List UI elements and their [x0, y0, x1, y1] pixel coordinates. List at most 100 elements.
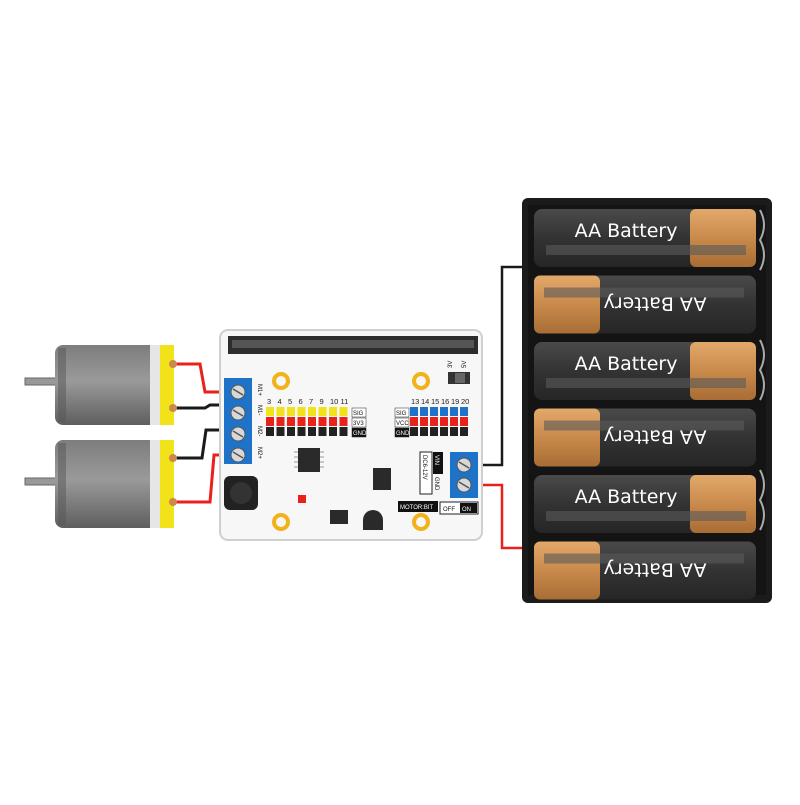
gnd-label: GND	[433, 477, 439, 491]
header-pin[interactable]	[430, 427, 438, 436]
pin-number: 10	[330, 397, 338, 406]
voltage-jumper: 3V 5V	[448, 361, 470, 384]
header-pin[interactable]	[440, 417, 448, 426]
motor-terminal-labels: M1+ M1- M2- M2+	[256, 384, 262, 459]
rail-label: GND	[353, 431, 367, 437]
header-pin[interactable]	[420, 427, 428, 436]
wire-m1-red	[172, 362, 232, 394]
mount-hole	[272, 372, 290, 390]
pin-number: 13	[411, 397, 419, 406]
header-pin[interactable]	[318, 427, 327, 436]
board-name: MOTOR:BIT	[400, 505, 434, 511]
led-indicator	[298, 495, 306, 503]
header-pin[interactable]	[430, 407, 438, 416]
pin-number: 19	[451, 397, 459, 406]
header-pin[interactable]	[410, 417, 418, 426]
wires	[172, 265, 525, 550]
pin-number: 15	[431, 397, 439, 406]
header-pin[interactable]	[297, 417, 306, 426]
vin-label: VIN	[433, 455, 439, 465]
aa-battery: AA Battery	[534, 275, 756, 334]
pin-number: 5	[288, 397, 292, 406]
header-pin[interactable]	[308, 427, 316, 436]
pin-number: 6	[299, 397, 303, 406]
header-pin[interactable]	[318, 407, 327, 416]
header-pin[interactable]	[339, 407, 348, 416]
header-pin[interactable]	[308, 407, 316, 416]
jumper-label: 5V	[462, 361, 468, 368]
rail-label: 3V3	[353, 421, 364, 427]
header-pin[interactable]	[287, 417, 295, 426]
header-pin[interactable]	[276, 417, 285, 426]
header-pin[interactable]	[276, 427, 285, 436]
header-pin[interactable]	[329, 407, 337, 416]
header-pin[interactable]	[339, 417, 348, 426]
header-pin[interactable]	[450, 407, 458, 416]
regulator-chip	[373, 468, 391, 490]
switch-on-label: ON	[462, 507, 471, 513]
header-pin[interactable]	[266, 407, 274, 416]
header-pin[interactable]	[287, 407, 295, 416]
power-voltage-label: DC6-12V	[421, 455, 427, 480]
header-pin[interactable]	[297, 407, 306, 416]
rail-label-box	[351, 427, 367, 438]
header-pin[interactable]	[287, 427, 295, 436]
battery-label: AA Battery	[575, 353, 678, 375]
motor-terminal-label: M1-	[256, 405, 262, 415]
header-pin[interactable]	[329, 427, 337, 436]
pin-number: 16	[441, 397, 449, 406]
header-pin[interactable]	[460, 407, 468, 416]
header-pin[interactable]	[410, 407, 418, 416]
header-pin[interactable]	[339, 427, 348, 436]
motor-terminal-label: M2+	[256, 447, 262, 459]
jumper-label: 3V	[448, 361, 454, 368]
header-pin[interactable]	[460, 427, 468, 436]
driver-chip	[298, 448, 320, 472]
motor-1	[24, 345, 177, 425]
rail-label-box	[394, 417, 410, 428]
switch-off-label: OFF	[443, 507, 455, 513]
header-pin[interactable]	[308, 417, 316, 426]
header-pin[interactable]	[297, 427, 306, 436]
header-pin[interactable]	[329, 417, 337, 426]
header-pin[interactable]	[276, 407, 285, 416]
battery-label: AA Battery	[575, 486, 678, 508]
battery-label: AA Battery	[604, 293, 707, 315]
battery-label: AA Battery	[604, 426, 707, 448]
header-pin[interactable]	[460, 417, 468, 426]
header-pin[interactable]	[410, 427, 418, 436]
header-pin[interactable]	[430, 417, 438, 426]
header-pin[interactable]	[450, 427, 458, 436]
motor-terminal-label: M1+	[256, 384, 262, 396]
battery-label: AA Battery	[604, 559, 707, 581]
motor-terminal-label: M2-	[256, 426, 262, 436]
pin-number: 9	[320, 397, 324, 406]
header-pin[interactable]	[266, 427, 274, 436]
aa-battery: AA Battery	[534, 408, 756, 467]
header-pin[interactable]	[420, 417, 428, 426]
transistor	[363, 510, 383, 530]
rail-label: SIG	[353, 411, 364, 417]
rail-label-box	[351, 407, 367, 418]
motor-2	[24, 440, 177, 528]
aa-battery: AA Battery	[534, 475, 756, 533]
header-pin[interactable]	[440, 407, 448, 416]
wire-batt-red	[478, 483, 525, 550]
rail-label: SIG	[396, 411, 407, 417]
rail-label-box	[394, 407, 410, 418]
header-pin[interactable]	[440, 427, 448, 436]
header-pin[interactable]	[266, 417, 274, 426]
pin-number: 20	[461, 397, 469, 406]
header-pin[interactable]	[450, 417, 458, 426]
header-pin[interactable]	[318, 417, 327, 426]
pin-number: 7	[309, 397, 313, 406]
aa-battery: AA Battery	[534, 541, 756, 600]
header-pin[interactable]	[420, 407, 428, 416]
wire-batt-black	[478, 265, 525, 467]
